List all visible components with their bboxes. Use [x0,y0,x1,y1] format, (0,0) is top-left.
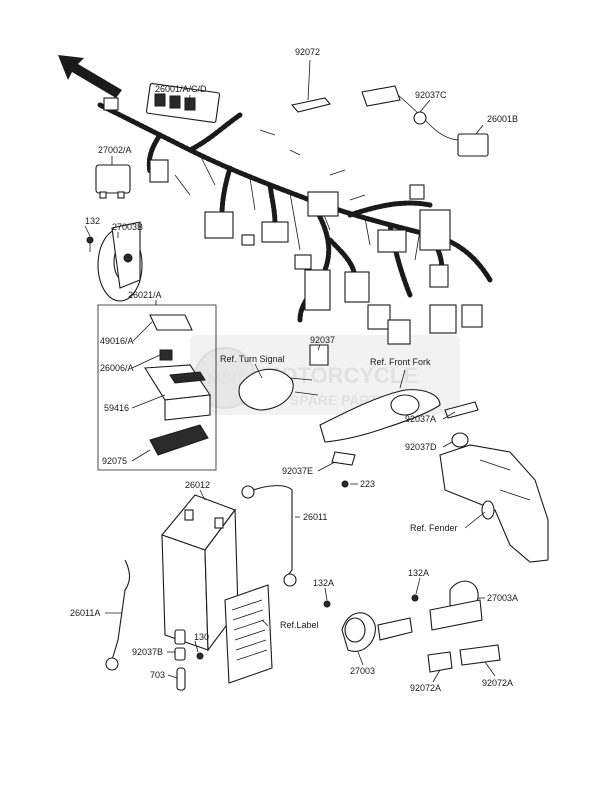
label-59416: 59416 [104,403,129,413]
horn-27003b [86,221,143,302]
sub-harness-26001b [361,85,489,157]
label-27003A: 27003A [487,593,518,603]
leader-lines [84,59,496,683]
label-92037C: 92037C [415,90,447,100]
horn-27003A [411,580,501,673]
label-27003B: 27003B [112,222,143,232]
label-223: 223 [360,479,375,489]
label-92037A: 92037A [405,414,436,424]
part-labels: 26001/A/C/D 92072 92037C 26001B 27002/A … [70,47,518,693]
turn-signal-bracket [238,344,441,488]
label-92037B: 92037B [132,647,163,657]
label-132A-right: 132A [408,568,429,578]
label-92037D: 92037D [405,442,437,452]
cable-band-92072 [290,97,331,113]
breather-tube [174,629,204,691]
label-26012: 26012 [185,480,210,490]
label-92072A-left: 92072A [410,683,441,693]
label-92072: 92072 [295,47,320,57]
label-92037E: 92037E [282,466,313,476]
label-92075: 92075 [102,456,127,466]
label-26011: 26011 [303,512,327,522]
label-92072A-right: 92072A [482,678,513,688]
relay-27002 [95,164,131,199]
label-ref-turn-signal: Ref. Turn Signal [220,354,285,364]
label-26006: 26006/A [100,363,134,373]
label-130: 130 [194,632,209,642]
label-ref-front-fork: Ref. Front Fork [370,357,431,367]
label-ref-label: Ref.Label [280,620,319,630]
label-26001: 26001/A/C/D [155,84,207,94]
horn-27003 [323,600,413,652]
junction-box-group [97,304,217,471]
label-27003: 27003 [350,666,375,676]
label-26021: 26021/A [128,290,162,300]
front-arrow-icon [58,55,122,98]
battery-label [224,584,273,684]
rear-fender [439,444,549,563]
label-26001B: 26001B [487,114,518,124]
label-132A-left: 132A [313,578,334,588]
cable-26011A [105,559,131,671]
label-92037: 92037 [310,335,335,345]
cable-26011 [241,485,297,587]
label-703: 703 [150,670,165,680]
battery-26012 [161,494,239,652]
clamps-92037 [444,401,479,448]
harness-connectors [103,82,483,345]
label-26011A: 26011A [70,608,100,618]
label-ref-fender: Ref. Fender [410,523,458,533]
label-132: 132 [85,216,100,226]
label-27002: 27002/A [98,145,132,155]
watermark-badge: MSP [208,371,243,388]
label-49016: 49016/A [100,336,134,346]
